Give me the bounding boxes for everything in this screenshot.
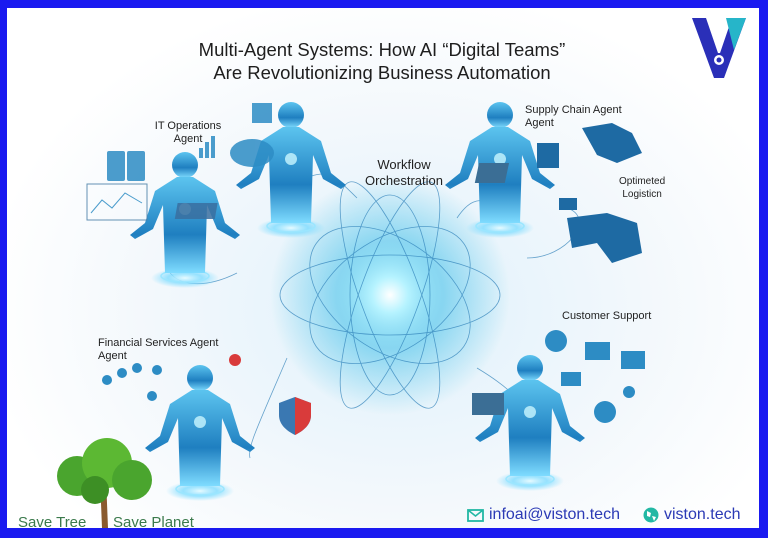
label-line: Orchestration: [364, 173, 444, 188]
website-link[interactable]: viston.tech: [664, 506, 741, 523]
logo: [692, 18, 746, 78]
label-line: Logisticn: [622, 189, 662, 200]
save-tree-text: Save Tree: [18, 514, 87, 528]
frame-corner: [680, 0, 768, 30]
it-icons: [86, 103, 274, 221]
workflow-orchestration-label: Workflow Orchestration: [359, 157, 449, 189]
globe-icon: [643, 507, 659, 523]
supply-chain-label: Supply Chain Agent Agent: [525, 104, 622, 130]
website-contact[interactable]: viston.tech: [643, 506, 740, 524]
label-line: Agent: [525, 117, 554, 129]
financial-icons: [102, 354, 311, 435]
mail-icon: [467, 508, 484, 522]
email-contact[interactable]: infoai@viston.tech: [467, 506, 620, 524]
label-line: Optimeted: [619, 176, 666, 187]
customer-support-label: Customer Support: [562, 310, 651, 323]
financial-agent-figure: [144, 364, 256, 502]
email-link[interactable]: infoai@viston.tech: [489, 506, 620, 523]
label-line: Supply Chain Agent: [525, 104, 622, 116]
title-line-2: Are Revolutionizing Business Automation: [213, 62, 551, 83]
infographic-canvas: Multi-Agent Systems: How AI “Digital Tea…: [7, 8, 759, 528]
label-line: Financial Services Agent: [98, 337, 219, 349]
label-line: Workflow: [377, 157, 431, 172]
financial-services-label: Financial Services Agent Agent: [98, 337, 218, 363]
save-planet-text: Save Planet: [113, 514, 194, 528]
customer-support-icons: [472, 330, 645, 423]
it-operations-label: IT Operations Agent: [153, 120, 223, 146]
illustration: [57, 101, 645, 528]
supply-chain-icons: [474, 123, 642, 263]
title-line-1: Multi-Agent Systems: How AI “Digital Tea…: [198, 39, 566, 60]
page-title: Multi-Agent Systems: How AI “Digital Tea…: [127, 38, 637, 84]
label-line: Customer Support: [562, 310, 652, 322]
label-line: IT Operations: [154, 120, 222, 132]
label-line: Agent: [98, 350, 127, 362]
label-line: Agent: [173, 133, 203, 145]
tree-icon: [57, 438, 152, 528]
optimized-logistics-label: Optimeted Logisticn: [619, 175, 665, 201]
